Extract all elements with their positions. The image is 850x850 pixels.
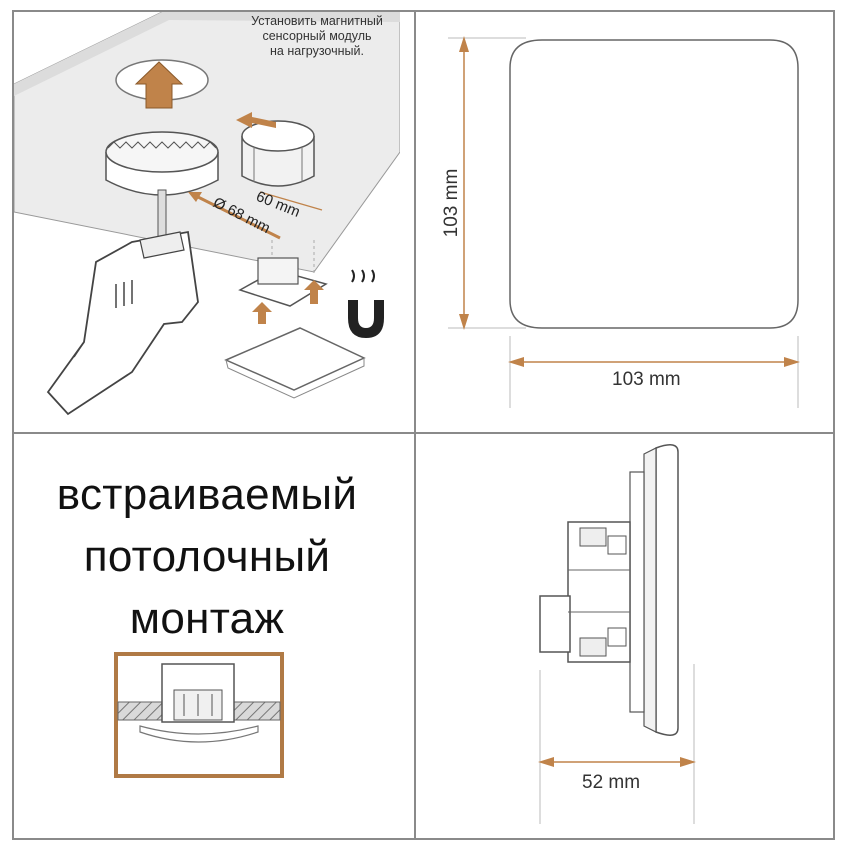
mount-type-panel: встраиваемый потолочный монтаж: [14, 432, 400, 838]
grid-frame: [12, 10, 835, 840]
side-view-drawing: [538, 444, 696, 824]
installation-panel: Установить магнитный сенсорный модуль на…: [14, 12, 400, 430]
width-dimension-line: [508, 357, 800, 367]
depth-label: 52 mm: [582, 772, 641, 793]
magnet-icon: [348, 269, 384, 338]
hole-saw: [105, 131, 219, 241]
grid-divider-vertical: [414, 12, 416, 838]
height-dimension-line: [459, 36, 469, 330]
arrow-up-icon: [134, 61, 184, 109]
mount-type-line: встраиваемый: [56, 470, 358, 519]
mount-type-line: потолочный: [83, 532, 331, 581]
instruction-line: на нагрузочный.: [270, 44, 364, 58]
mount-type-text: встраиваемый потолочный монтаж: [14, 464, 400, 650]
arrow-left-icon: [236, 112, 276, 128]
cover-plate: [224, 327, 366, 399]
grid-divider-horizontal: [14, 432, 833, 434]
module-cover: [139, 725, 259, 743]
depth-dimension-line: [538, 757, 696, 767]
ceiling-edge: [14, 12, 400, 96]
mount-type-line: монтаж: [129, 594, 285, 643]
diameter-arrow: [188, 192, 281, 240]
arrow-up-small-icon-2: [252, 302, 272, 324]
mount-diagram: [114, 652, 284, 778]
arrow-up-small-icon: [304, 280, 324, 304]
height-label: 103 mm: [441, 168, 462, 238]
instruction-line: Установить магнитный: [251, 14, 383, 28]
installation-illustration: [14, 12, 400, 416]
drill: [46, 230, 199, 416]
sensor-face: [509, 39, 799, 329]
front-view-panel: 103 mm 103 mm: [402, 12, 833, 430]
depth-dimension-line: [259, 191, 323, 211]
front-view-drawing: [448, 36, 800, 408]
side-view-panel: 52 mm: [402, 432, 833, 838]
side-profile: [539, 444, 679, 736]
sensor-module: [238, 240, 328, 307]
mounting-box: [241, 120, 315, 187]
width-label: 103 mm: [612, 369, 681, 390]
install-instruction: Установить магнитный сенсорный модуль на…: [222, 14, 400, 59]
instruction-line: сенсорный модуль: [262, 29, 372, 43]
